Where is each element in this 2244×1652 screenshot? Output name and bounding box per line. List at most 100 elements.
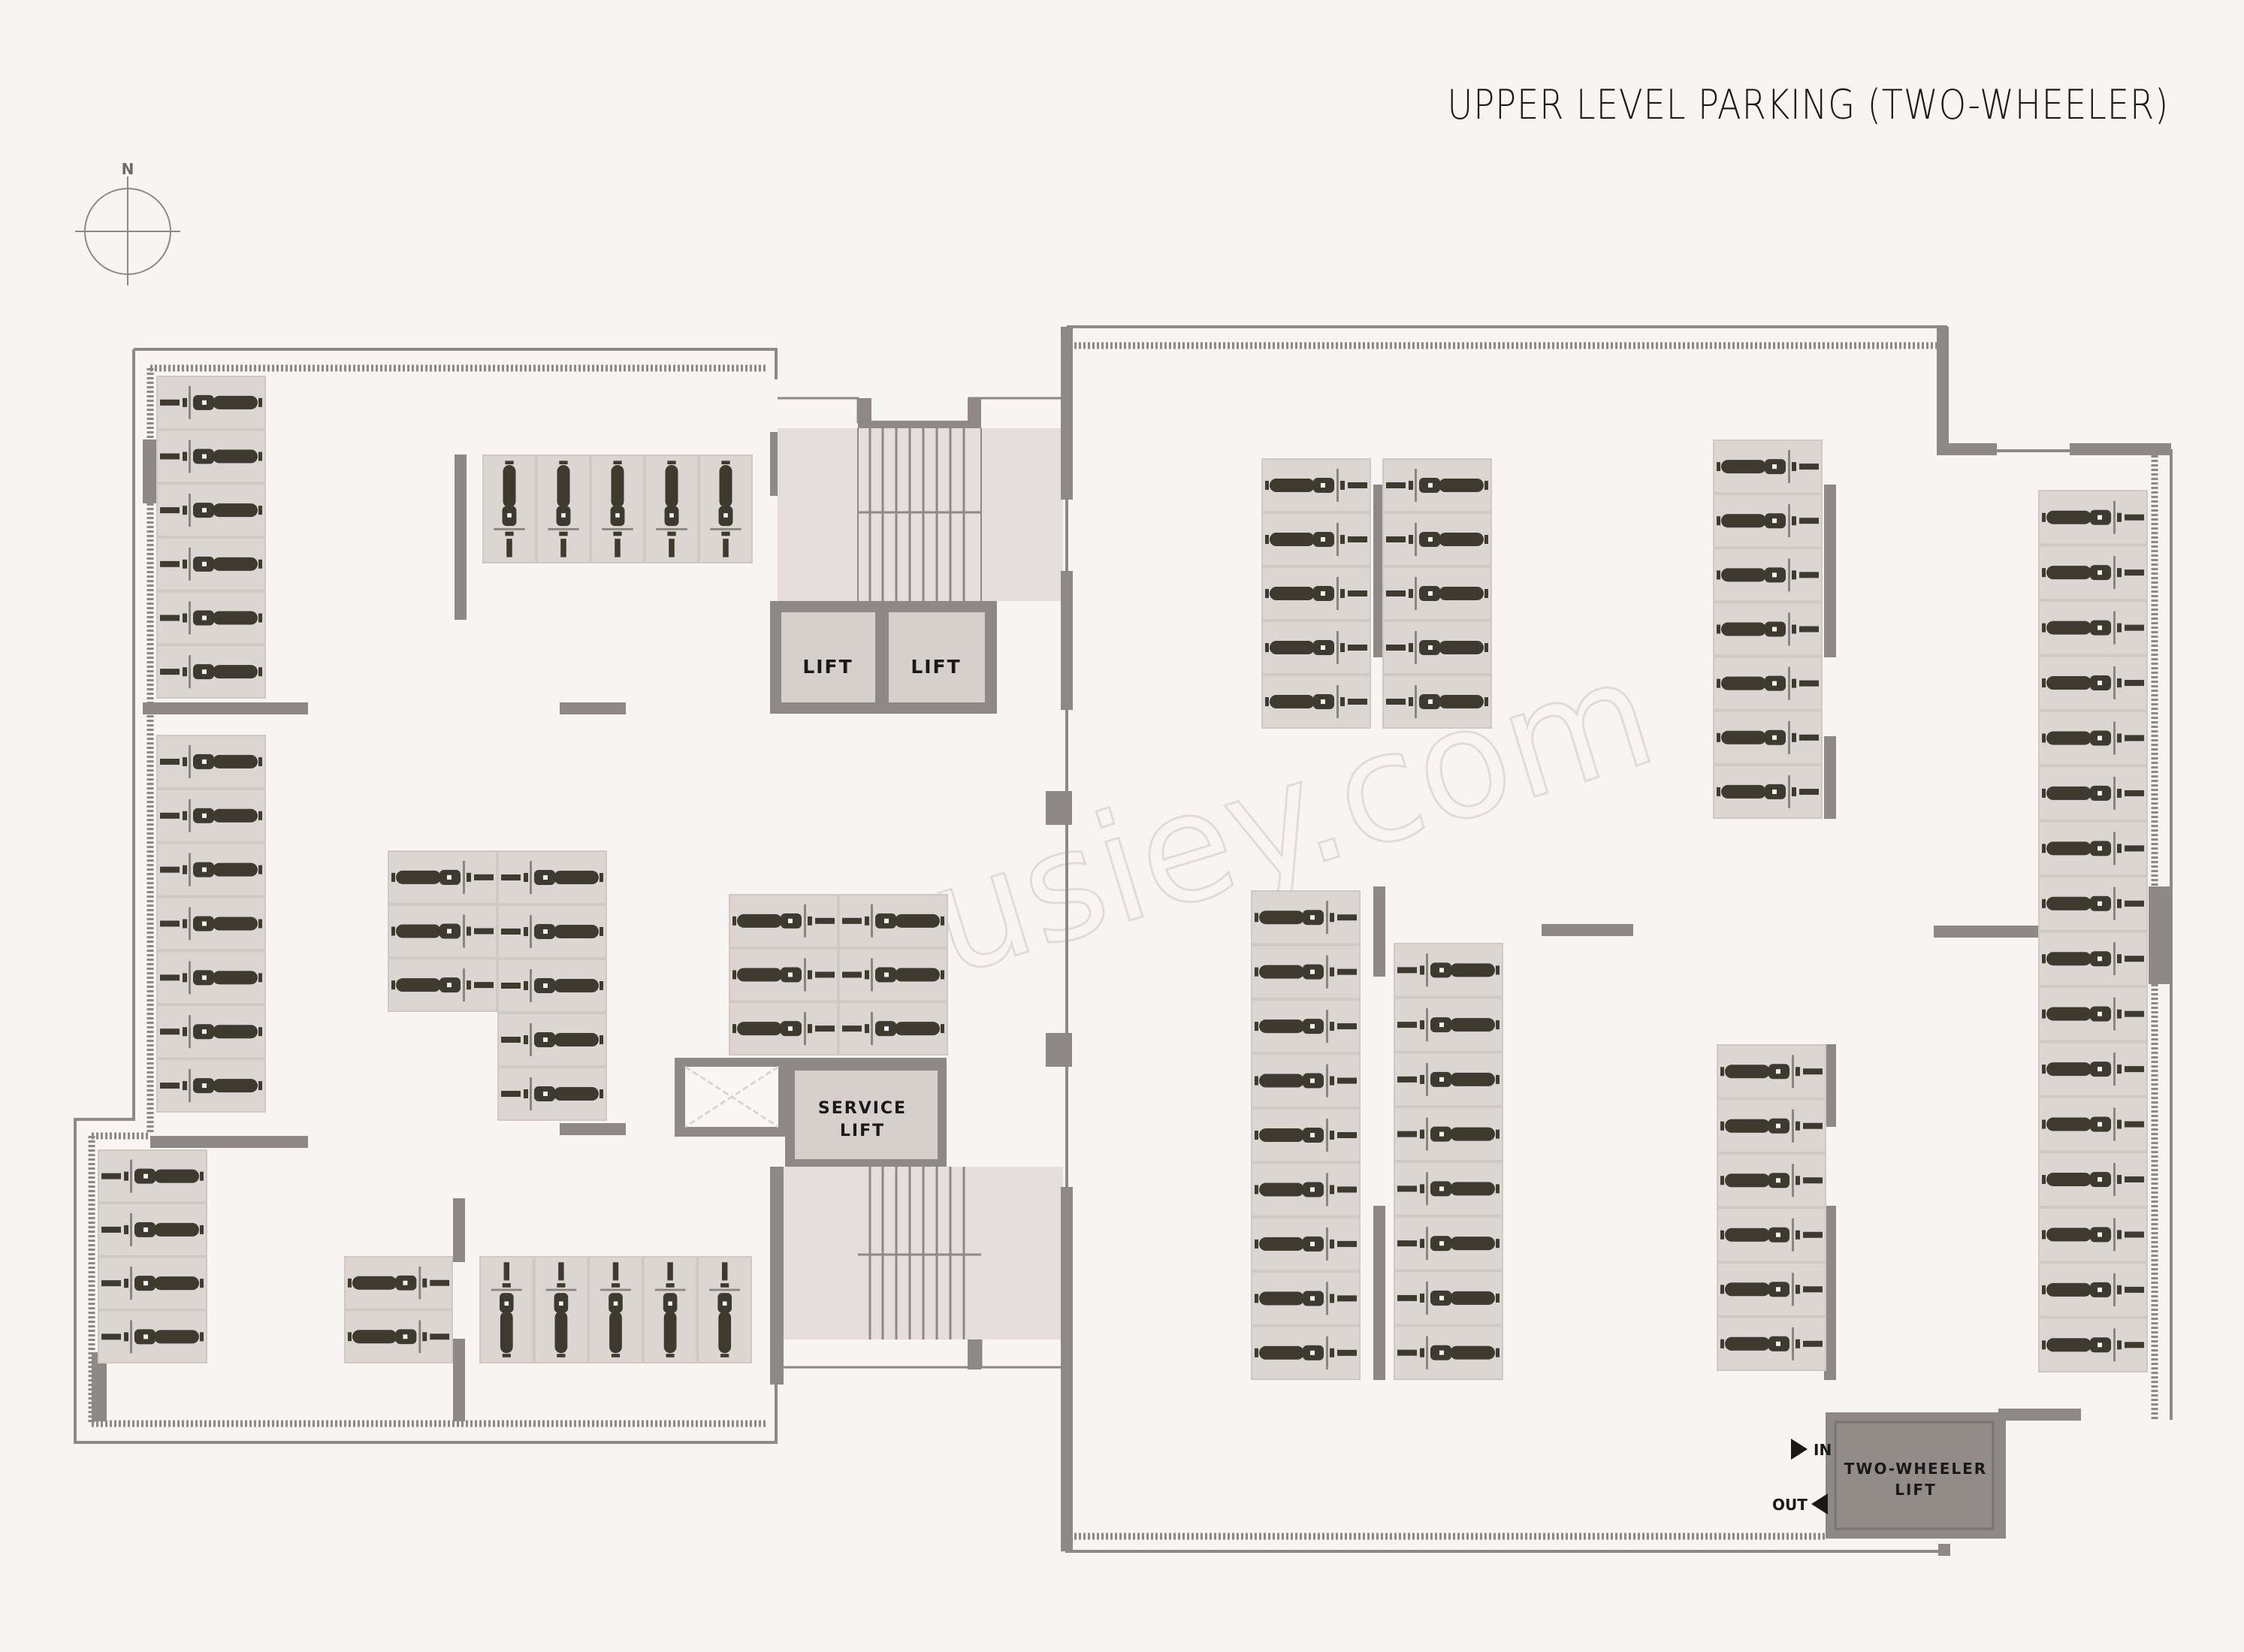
two-wheeler-icon bbox=[101, 1267, 204, 1300]
parking-slot bbox=[156, 590, 266, 645]
two-wheeler-icon bbox=[1397, 1336, 1500, 1370]
service-lift-label-1: SERVICE bbox=[818, 1099, 907, 1118]
in-arrow-icon bbox=[1791, 1439, 1808, 1460]
parking-block-north-row-vertical bbox=[482, 455, 753, 563]
parking-slot bbox=[2038, 545, 2148, 600]
parking-block-east-a bbox=[1261, 458, 1371, 729]
two-wheeler-icon bbox=[391, 968, 494, 1002]
parking-slot bbox=[1394, 1216, 1503, 1271]
parking-slot bbox=[497, 905, 607, 959]
parking-slot bbox=[2038, 1262, 2148, 1318]
parking-slot bbox=[2038, 490, 2148, 545]
parking-block-sw-col bbox=[98, 1149, 207, 1364]
two-wheeler-icon bbox=[2042, 942, 2144, 976]
service-lift-and-shaft: SERVICE LIFT bbox=[675, 1058, 947, 1167]
two-wheeler-icon bbox=[160, 799, 262, 832]
north-stairwell bbox=[778, 397, 1063, 601]
two-wheeler-icon bbox=[1397, 1117, 1500, 1151]
two-wheeler-icon bbox=[1255, 1010, 1357, 1043]
parking-slot bbox=[98, 1309, 207, 1364]
parking-slot bbox=[156, 1059, 266, 1113]
parking-slot bbox=[156, 537, 266, 591]
two-wheeler-icon bbox=[160, 1015, 262, 1049]
parking-slot bbox=[1394, 1270, 1503, 1326]
parking-slot bbox=[1382, 458, 1492, 512]
parking-slot bbox=[1251, 1107, 1361, 1163]
passenger-lifts: LIFT LIFT bbox=[770, 601, 997, 714]
two-wheeler-icon bbox=[709, 1262, 741, 1358]
two-wheeler-icon bbox=[101, 1320, 204, 1354]
parking-slot bbox=[482, 455, 536, 563]
two-wheeler-icon bbox=[160, 655, 262, 689]
two-wheeler-icon bbox=[2042, 1053, 2144, 1086]
parking-slot bbox=[1382, 621, 1492, 675]
parking-slot bbox=[156, 429, 266, 484]
parking-slot bbox=[1382, 675, 1492, 729]
two-wheeler-icon bbox=[656, 461, 687, 557]
parking-slot bbox=[2038, 1041, 2148, 1097]
parking-slot bbox=[98, 1256, 207, 1310]
two-wheeler-icon bbox=[1717, 450, 1819, 484]
two-wheeler-icon bbox=[2042, 886, 2144, 920]
parking-block-east-e bbox=[1713, 439, 1823, 819]
parking-slot bbox=[388, 958, 497, 1013]
parking-block-south-pair bbox=[344, 1256, 453, 1364]
parking-slot bbox=[98, 1203, 207, 1257]
parking-slot bbox=[1251, 1216, 1361, 1272]
parking-slot bbox=[1713, 548, 1823, 603]
two-wheeler-icon bbox=[2042, 666, 2144, 700]
parking-slot bbox=[1261, 621, 1371, 675]
two-wheeler-icon bbox=[1386, 631, 1488, 664]
parking-block-mid-left-left bbox=[388, 850, 497, 1013]
two-wheeler-icon bbox=[1397, 1062, 1500, 1096]
two-wheeler-icon bbox=[160, 547, 262, 581]
parking-slot bbox=[1394, 1325, 1503, 1380]
parking-block-west-col-upper bbox=[156, 376, 266, 699]
two-wheeler-icon bbox=[732, 958, 835, 992]
parking-slot bbox=[729, 947, 838, 1002]
parking-slot bbox=[1261, 675, 1371, 729]
parking-slot bbox=[1713, 602, 1823, 657]
parking-slot bbox=[2038, 1096, 2148, 1152]
two-wheeler-icon bbox=[732, 1012, 835, 1046]
parking-slot bbox=[156, 645, 266, 699]
two-wheeler-icon bbox=[1255, 955, 1357, 989]
parking-slot bbox=[1251, 1271, 1361, 1326]
two-wheeler-icon bbox=[1265, 523, 1367, 556]
two-wheeler-icon bbox=[548, 461, 579, 557]
parking-block-west-col-lower bbox=[156, 735, 266, 1113]
parking-slot bbox=[1717, 1262, 1826, 1317]
parking-slot bbox=[156, 950, 266, 1005]
two-wheeler-icon bbox=[160, 961, 262, 995]
parking-slot bbox=[729, 1001, 838, 1056]
parking-slot bbox=[1717, 1044, 1826, 1099]
parking-slot bbox=[156, 842, 266, 897]
parking-slot bbox=[1394, 943, 1503, 998]
two-wheeler-icon bbox=[2042, 611, 2144, 645]
parking-slot bbox=[1261, 458, 1371, 512]
two-wheeler-icon bbox=[842, 958, 944, 992]
two-wheeler-icon bbox=[1720, 1109, 1823, 1143]
two-wheeler-icon bbox=[160, 494, 262, 527]
parking-slot bbox=[533, 1256, 589, 1364]
parking-slot bbox=[2038, 1317, 2148, 1373]
two-wheeler-icon bbox=[1720, 1055, 1823, 1089]
parking-block-east-d bbox=[1394, 943, 1503, 1380]
two-wheeler-icon bbox=[1717, 666, 1819, 700]
two-wheeler-icon bbox=[1255, 1119, 1357, 1152]
page-title: UPPER LEVEL PARKING (TWO-WHEELER) bbox=[1447, 81, 2169, 128]
parking-slot bbox=[1717, 1207, 1826, 1262]
two-wheeler-icon bbox=[347, 1320, 450, 1354]
parking-slot bbox=[479, 1256, 534, 1364]
two-wheeler-icon bbox=[1397, 1008, 1500, 1042]
two-wheeler-lift-label-1: TWO-WHEELER bbox=[1844, 1460, 1987, 1478]
parking-slot bbox=[497, 959, 607, 1013]
parking-slot bbox=[1713, 764, 1823, 819]
two-wheeler-icon bbox=[1386, 577, 1488, 610]
parking-slot bbox=[1261, 566, 1371, 621]
parking-slot bbox=[497, 1067, 607, 1121]
two-wheeler-icon bbox=[1265, 469, 1367, 502]
two-wheeler-icon bbox=[1255, 1064, 1357, 1098]
two-wheeler-icon bbox=[2042, 500, 2144, 534]
parking-slot bbox=[156, 735, 266, 789]
